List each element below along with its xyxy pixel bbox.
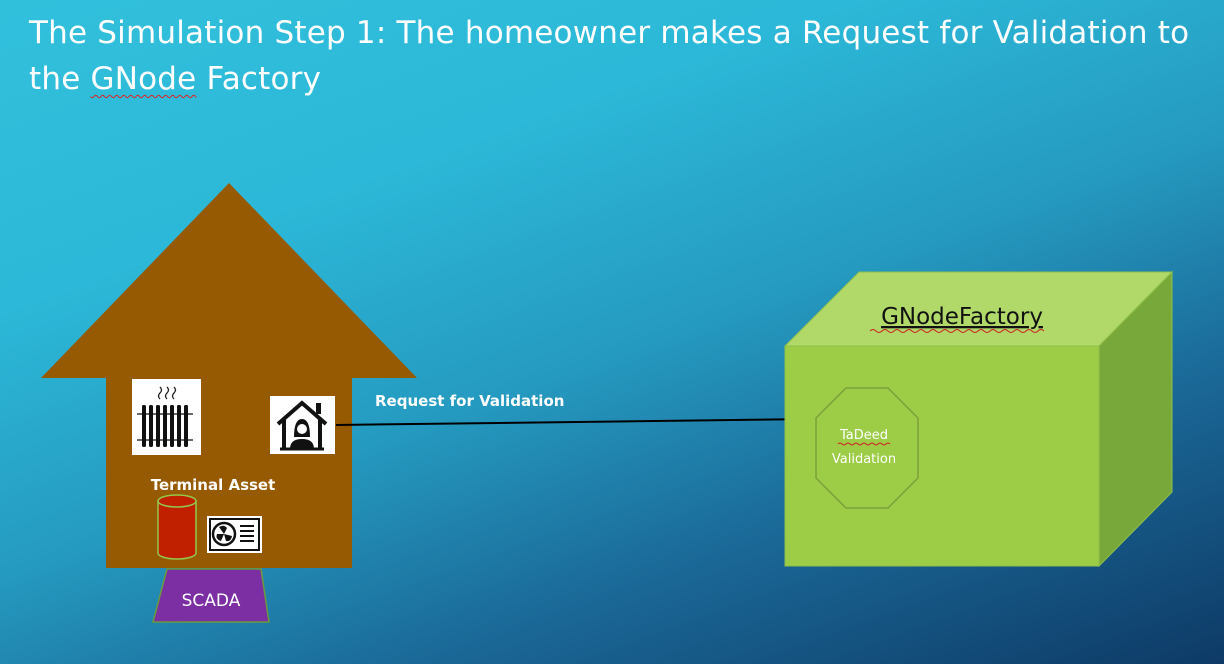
title-part-2: Factory: [196, 61, 322, 97]
slide-title: The Simulation Step 1: The homeowner mak…: [29, 10, 1209, 102]
octagon-squiggle: [837, 442, 891, 446]
request-arrow: Request for Validation: [335, 392, 816, 426]
octagon-line-1: TaDeed: [839, 428, 888, 443]
scada-box: [152, 568, 270, 623]
house: Terminal Asset SCADA: [41, 183, 417, 623]
terminal-asset-label: Terminal Asset: [151, 476, 276, 494]
tadeed-validation-octagon: [815, 387, 919, 509]
factory-title-squiggle: [869, 329, 1045, 333]
radiator-icon: [132, 379, 201, 455]
title-part-1: The Simulation Step 1: The homeowner mak…: [29, 15, 1190, 97]
heat-pump-icon: [207, 516, 262, 553]
arrow-line: [335, 414, 816, 426]
factory-title: GNodeFactory: [881, 304, 1043, 330]
arrow-label: Request for Validation: [375, 392, 564, 410]
water-tank-icon: [157, 494, 197, 560]
title-gnode-word: GNode: [90, 61, 197, 97]
homeowner-icon: [270, 396, 335, 454]
octagon-line-2: Validation: [832, 452, 896, 467]
gnode-factory-cube: GNodeFactory TaDeed Validation: [783, 270, 1174, 568]
house-shape: [41, 183, 417, 568]
scada-label: SCADA: [182, 591, 241, 611]
